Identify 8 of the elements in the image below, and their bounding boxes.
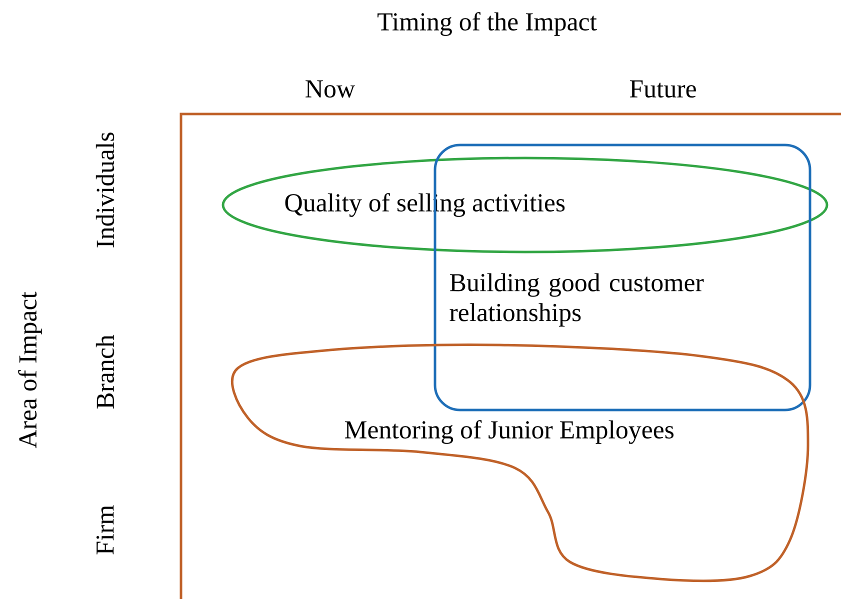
row-label: Individuals — [96, 132, 114, 248]
axis-title: Area of Impact — [18, 292, 42, 448]
chart-title: Timing of the Impact — [378, 12, 597, 36]
column-label: Future — [630, 80, 696, 98]
freeform-region: Mentoring of Junior Employees — [231, 344, 810, 582]
row-label: Firm — [96, 505, 114, 554]
row-label: Branch — [96, 334, 114, 409]
column-label: Now — [306, 80, 356, 98]
